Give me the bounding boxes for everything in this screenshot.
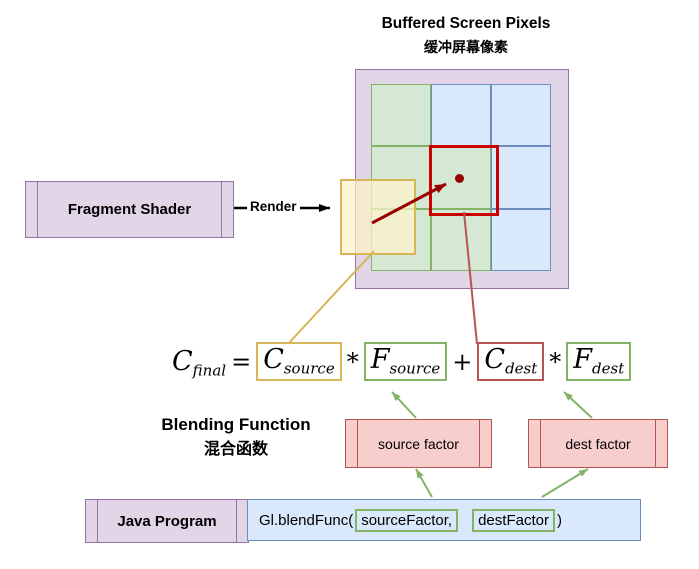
blending-function-title-en: Blending Function [161, 415, 311, 434]
f-dest-term: Fdest [566, 342, 632, 382]
f-source-arrow [391, 391, 417, 419]
diagram-title: Buffered Screen Pixels 缓冲屏幕像素 [346, 14, 586, 57]
diagram-title-zh: 缓冲屏幕像素 [424, 38, 508, 55]
c-source-base: C [263, 344, 284, 375]
java-program-label: Java Program [117, 512, 217, 530]
dest-factor-box: dest factor [528, 419, 668, 468]
f-source-term: Fsource [363, 342, 448, 382]
f-source-base: F [370, 344, 390, 375]
f-dest-sub: dest [592, 359, 625, 378]
dest-pixel-dot [455, 174, 464, 183]
fragment-shader-label: Fragment Shader [67, 201, 192, 218]
c-source-sub: source [283, 359, 335, 378]
dest-factor-arg: destFactor [472, 508, 555, 532]
c-dest-term: Cdest [477, 342, 545, 382]
multiply-sign-2: * [549, 347, 562, 376]
blend-formula: Cfinal = Csource * Fsource + Cdest * Fde… [172, 342, 632, 382]
blending-function-title: Blending Function 混合函数 [130, 414, 342, 461]
dest-pixel-highlight [429, 145, 499, 216]
blending-function-title-zh: 混合函数 [203, 440, 268, 458]
dest-factor-arrow [541, 468, 589, 498]
c-source-term: Csource [256, 342, 342, 382]
source-factor-label: source factor [378, 435, 459, 452]
c-final-base: C [172, 345, 193, 377]
diagram-title-en: Buffered Screen Pixels [381, 15, 551, 32]
f-dest-base: F [573, 344, 593, 375]
c-final-term: Cfinal [172, 346, 226, 378]
f-source-sub: source [389, 359, 441, 378]
blend-func-code-box: Gl.blendFunc(sourceFactor, destFactor) [247, 499, 641, 541]
render-label: Render [247, 199, 300, 214]
grid-cell-green [431, 208, 491, 271]
source-factor-box: source factor [345, 419, 492, 468]
multiply-sign-1: * [346, 347, 359, 376]
grid-cell-blue [491, 146, 551, 209]
code-prefix: Gl.blendFunc( [259, 511, 354, 529]
equals-sign: = [231, 347, 252, 376]
f-dest-arrow [563, 391, 593, 419]
grid-cell-blue [491, 208, 551, 271]
grid-cell-blue [431, 84, 491, 147]
grid-cell-blue [491, 84, 551, 147]
fragment-shader-box: Fragment Shader [25, 181, 234, 238]
c-dest-base: C [484, 344, 506, 375]
java-program-box: Java Program [85, 499, 249, 543]
grid-cell-green [371, 84, 431, 147]
source-factor-arg: sourceFactor, [355, 508, 459, 532]
dest-factor-label: dest factor [565, 435, 631, 452]
source-factor-arrow [415, 468, 433, 498]
source-fragment-square [340, 179, 416, 255]
c-final-sub: final [192, 360, 227, 379]
c-dest-sub: dest [505, 359, 538, 378]
plus-sign: + [452, 347, 473, 376]
code-suffix: ) [556, 511, 562, 529]
